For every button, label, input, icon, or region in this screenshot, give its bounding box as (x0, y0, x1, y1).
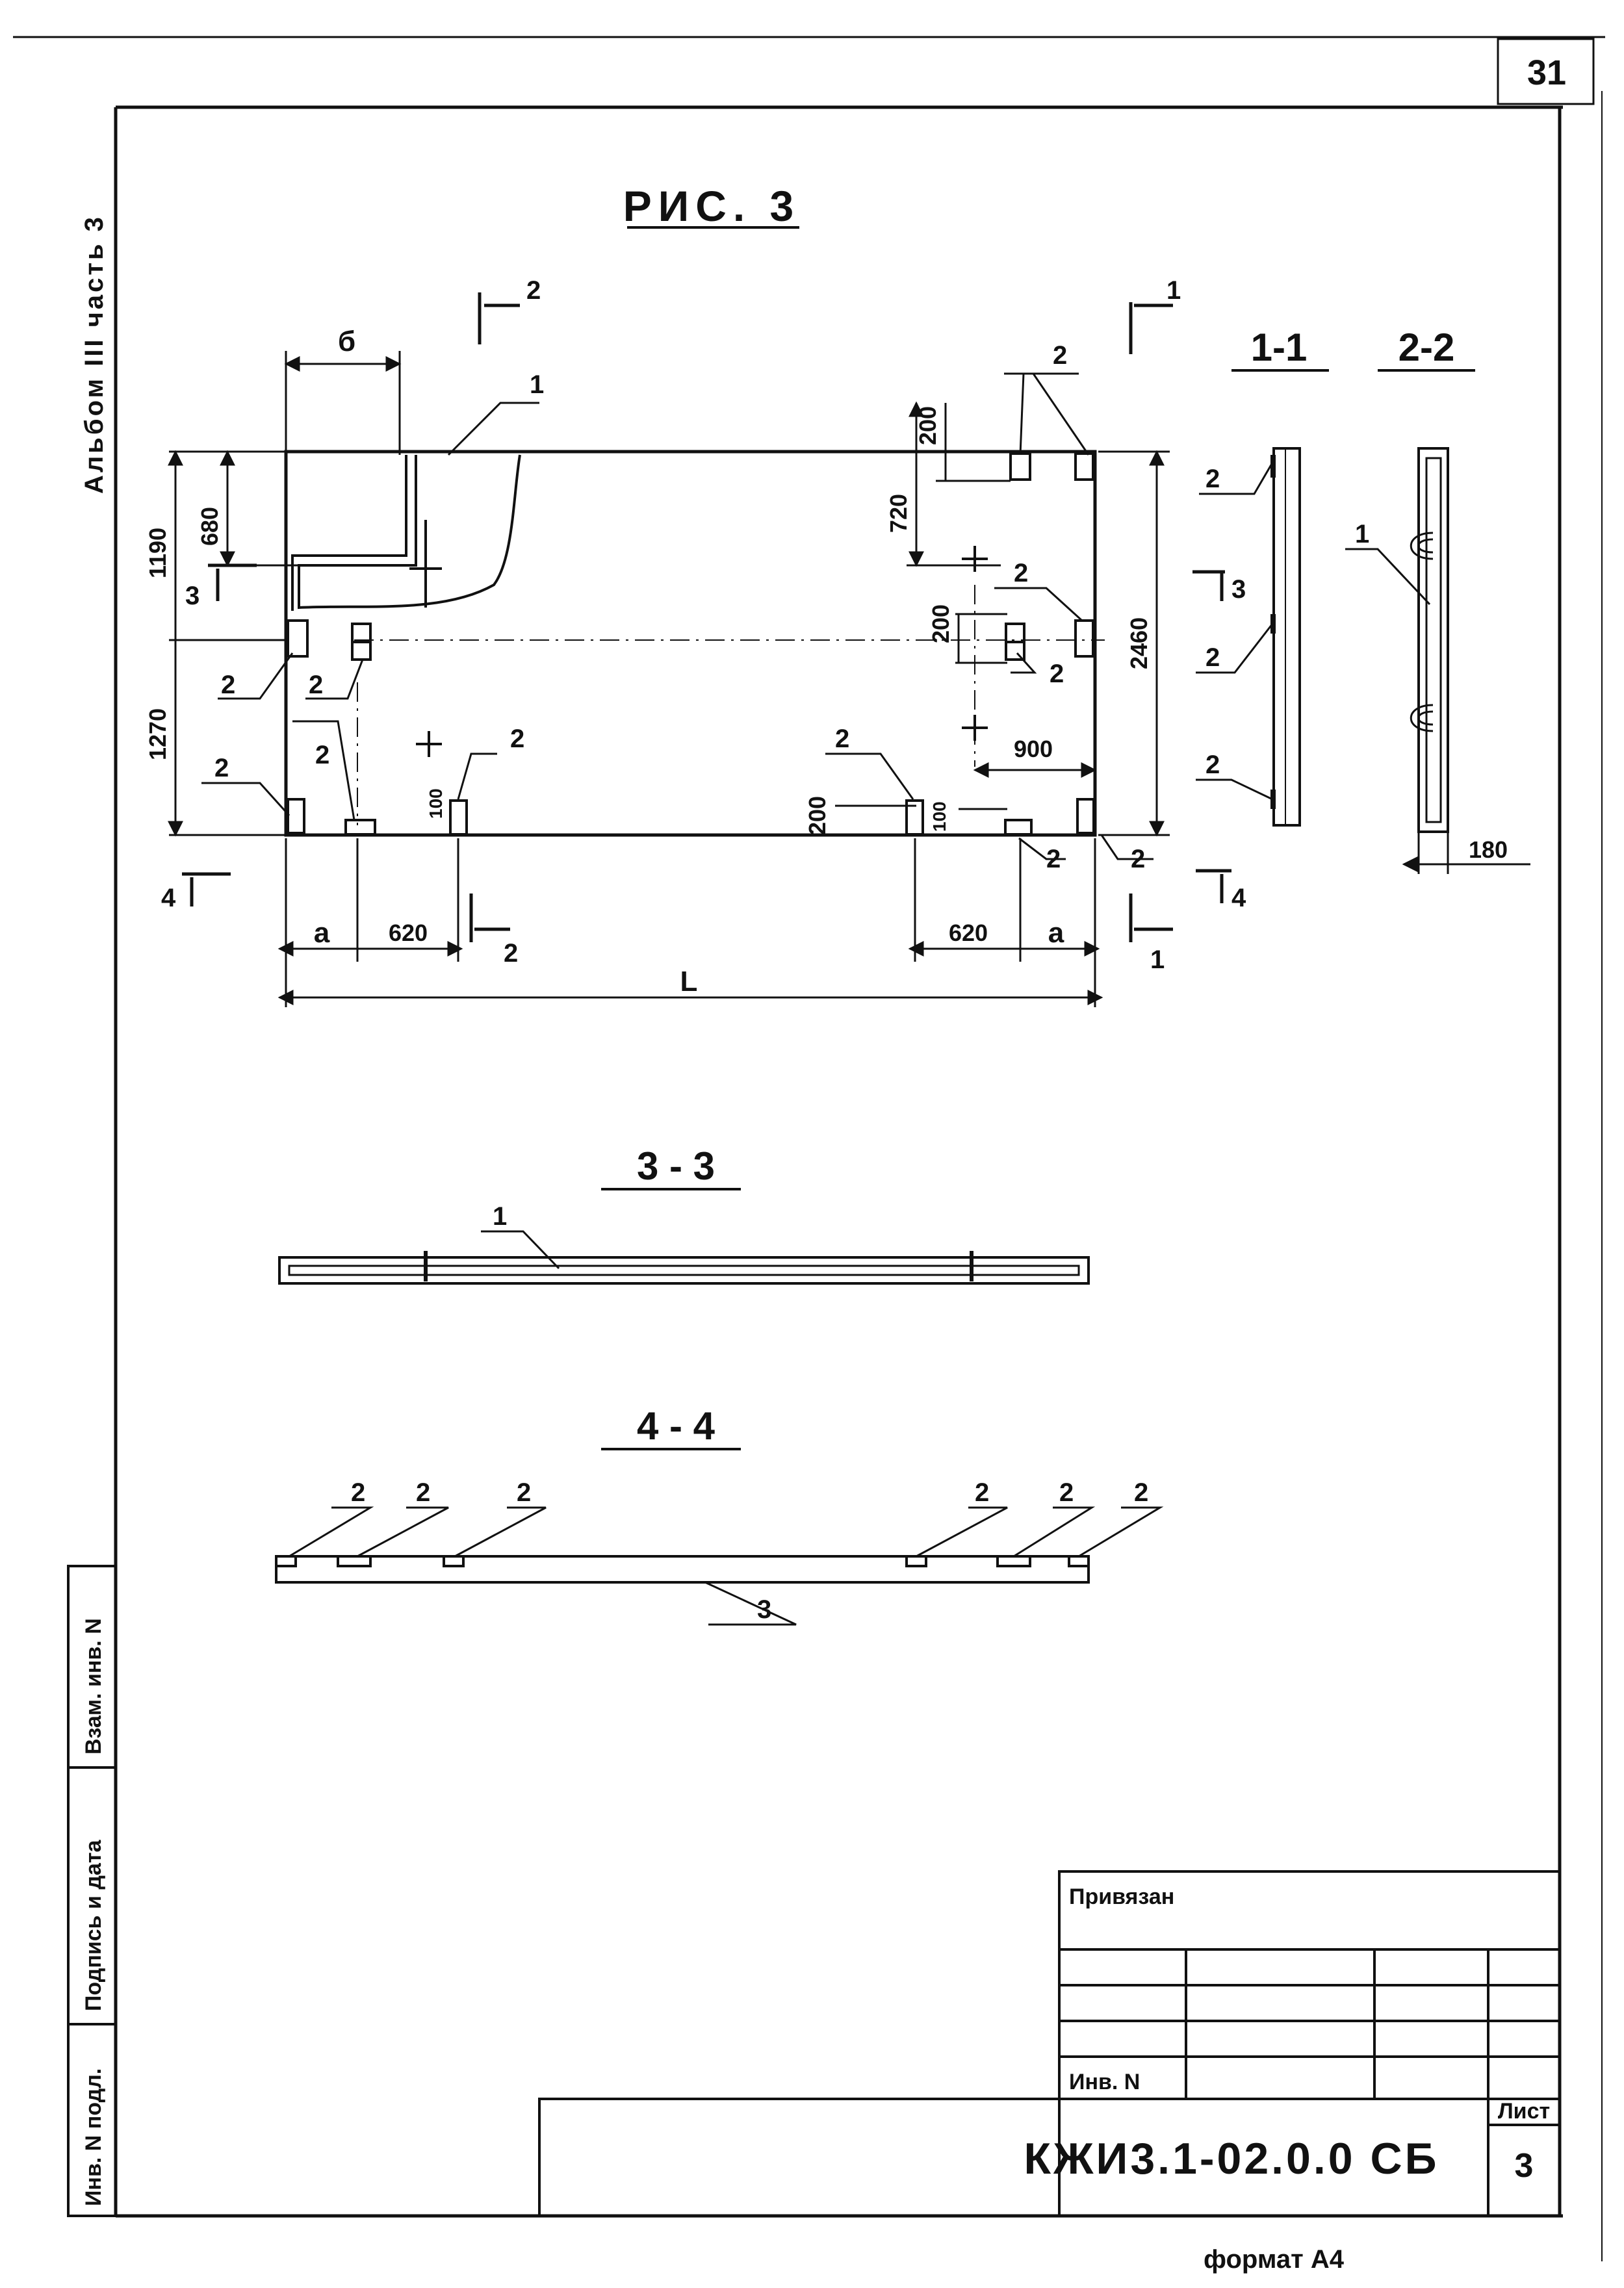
dim-a-right: а (1048, 917, 1064, 949)
pos-label: 2 (1134, 1478, 1148, 1507)
dim-a-left: а (314, 917, 330, 949)
pos-label: 1 (1355, 520, 1369, 548)
section-mark-4: 4 (1231, 884, 1246, 912)
section-mark-1: 1 (1150, 945, 1165, 974)
pos-label: 2 (214, 754, 229, 782)
section-title-4-4: 4 - 4 (637, 1404, 715, 1448)
pos-label: 2 (835, 725, 849, 753)
dim-2460: 2460 (1126, 617, 1152, 669)
section-mark-4: 4 (161, 884, 176, 912)
pos-label: 2 (315, 741, 329, 769)
frame-cutaway (298, 454, 521, 610)
dim-900: 900 (1014, 736, 1053, 762)
pos-label: 2 (416, 1478, 430, 1507)
side-stamp (67, 1565, 117, 2217)
plan-view: 1 2 2 2 2 2 2 2 2 2 2 2 1190 680 1270 б (144, 276, 1246, 1007)
album-side-title: Альбом III часть 3 (80, 214, 109, 494)
dim-720: 720 (885, 494, 912, 533)
dim-1270: 1270 (144, 708, 171, 760)
pos-label: 2 (1014, 559, 1028, 587)
pos-label: 2 (1059, 1478, 1074, 1507)
pos-label: 2 (309, 671, 323, 699)
side-stamp-inv-podl: Инв. N подл. (81, 2068, 106, 2206)
pos-label: 2 (1205, 465, 1220, 493)
pos-label: 1 (530, 370, 544, 399)
pos-label: 2 (975, 1478, 989, 1507)
section-3-3: 3 - 3 1 (278, 1144, 1090, 1285)
dim-620-left: 620 (389, 919, 428, 946)
document-code: КЖИ3.1-02.0.0 СБ (1024, 2134, 1439, 2183)
pos-label: 2 (1053, 341, 1067, 370)
dim-L: L (680, 966, 698, 997)
pos-label: 2 (1046, 845, 1061, 873)
pos-label: 2 (1131, 845, 1145, 873)
format-note: формат А4 (1204, 2245, 1345, 2274)
pos-label: 2 (517, 1478, 531, 1507)
pos-label: 1 (493, 1202, 507, 1231)
dim-200: 200 (914, 406, 941, 445)
pos-label: 2 (351, 1478, 365, 1507)
pos-label: 2 (1050, 660, 1064, 688)
pos-label: 2 (221, 671, 235, 699)
title-block-sheet-label: Лист (1498, 2099, 1550, 2124)
section-title-1-1: 1-1 (1251, 326, 1308, 369)
section-1-1: 1-1 2 2 2 (1196, 326, 1329, 827)
section-title-2-2: 2-2 (1398, 326, 1455, 369)
dim-1190: 1190 (144, 528, 171, 578)
title-block (538, 1870, 1561, 2217)
section-title-3-3: 3 - 3 (637, 1144, 715, 1188)
side-stamp-podpis: Подпись и дата (81, 1839, 106, 2011)
section-mark-1: 1 (1166, 276, 1181, 305)
section-mark-2: 2 (504, 939, 518, 968)
dim-b: б (338, 326, 355, 357)
sheet-frame (13, 36, 1605, 2261)
dim-680: 680 (196, 507, 223, 546)
dim-200: 200 (927, 604, 954, 643)
pos-label: 2 (510, 725, 524, 753)
dim-200: 200 (804, 796, 831, 835)
title-block-inv: Инв. N (1069, 2070, 1140, 2094)
section-mark-3: 3 (1231, 575, 1246, 604)
dim-620-right: 620 (949, 919, 988, 946)
panel-outline (284, 450, 1097, 837)
title-block-privyazan: Привязан (1069, 1884, 1174, 1909)
figure-title: РИС. 3 (623, 182, 801, 230)
dim-100: 100 (929, 801, 949, 832)
dim-180: 180 (1469, 836, 1508, 863)
page-number: 31 (1527, 53, 1566, 92)
section-mark-2: 2 (526, 276, 541, 305)
dim-100: 100 (426, 788, 446, 819)
side-stamp-vzam: Взам. инв. N (81, 1618, 106, 1755)
pos-label: 2 (1205, 643, 1220, 672)
pos-label: 3 (757, 1595, 771, 1624)
pos-label: 2 (1205, 751, 1220, 779)
section-2-2: 2-2 1 180 (1345, 326, 1530, 874)
section-4-4: 4 - 4 2 2 2 2 2 2 3 (275, 1404, 1164, 1626)
title-block-sheet-value: 3 (1515, 2147, 1534, 2185)
section-mark-3: 3 (185, 582, 200, 610)
